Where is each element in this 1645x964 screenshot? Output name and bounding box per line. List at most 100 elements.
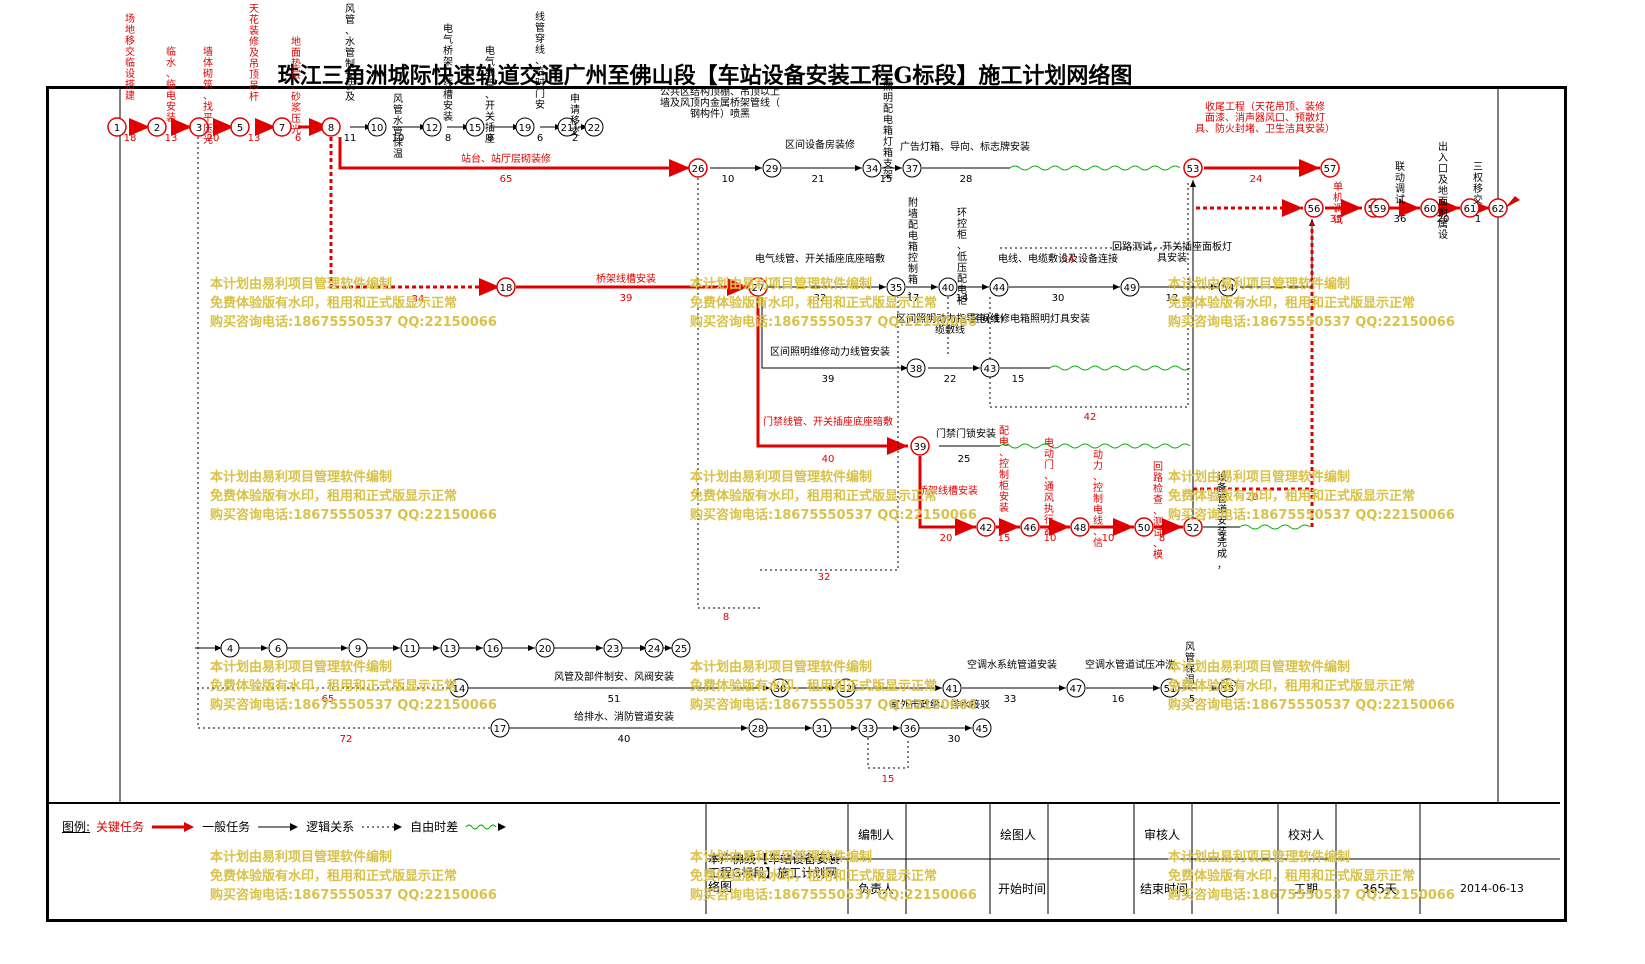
activity-label: 风管水管保温	[393, 93, 403, 160]
activity-duration: 39	[822, 374, 835, 385]
node-number: 41	[946, 684, 959, 695]
float-label: 34	[412, 294, 425, 305]
activity-label: 区间照明维修动力线管安装	[770, 345, 890, 358]
node-60	[1420, 198, 1440, 218]
node-number: 50	[1138, 523, 1151, 534]
node-56	[1304, 198, 1324, 218]
arrow-27-39	[756, 297, 908, 455]
node-layer: 1235781012151921222629343753575658596061…	[107, 117, 1508, 738]
activity-label: 区间照明动力指导电(线)缆敷线	[896, 312, 1004, 336]
float-label: 8	[723, 612, 729, 623]
activity-duration: 8	[445, 133, 451, 144]
bottom-row-arrows	[195, 645, 1218, 731]
activity-duration: 28	[960, 174, 973, 185]
activity-duration: 3	[1219, 533, 1225, 544]
duration-value: 365天	[1362, 882, 1397, 896]
outer-frame	[46, 86, 1567, 922]
legend: 图例: 关键任务 一般任务 逻辑关系 自由时差	[62, 818, 510, 835]
duration-label: 工期	[1294, 882, 1319, 896]
activity-label: 区间设备房装修	[785, 138, 855, 151]
activity-label: 申请移交	[570, 92, 580, 138]
node-13	[440, 638, 460, 658]
node-21	[557, 117, 577, 137]
activity-duration: 51	[608, 694, 621, 705]
node-22	[584, 117, 604, 137]
float-43	[1049, 365, 1191, 371]
activity-duration: 15	[1012, 374, 1025, 385]
node-number: 21	[561, 123, 574, 134]
node-8	[321, 117, 341, 137]
activity-duration: 6	[295, 133, 301, 144]
activity-duration: 24	[1250, 174, 1263, 185]
legend-title: 图例:	[62, 820, 91, 834]
watermark: 本计划由易利项目管理软件编制免费体验版有水印，租用和正式版显示正常购买咨询电话:…	[210, 660, 497, 713]
activity-label: 墙体砌筑、找平压光墙体砌筑、找平压光及板漆	[203, 45, 213, 146]
node-number: 39	[914, 442, 927, 453]
node-57	[1320, 158, 1340, 178]
activity-duration: 39	[620, 293, 633, 304]
node-24	[644, 638, 664, 658]
node-number: 40	[942, 283, 955, 294]
activity-duration: 65	[500, 174, 513, 185]
project-name-cell: 本广佛线【车站设备安装工程G标段】施工计划网络图	[708, 852, 841, 894]
diagram-title: 珠江三角洲城际快速轨道交通广州至佛山段【车站设备安装工程G标段】施工计划网络图	[277, 63, 1133, 89]
node-62	[1488, 198, 1508, 218]
activity-label: 桥架线槽安装	[596, 272, 656, 285]
node-number: 46	[1024, 523, 1037, 534]
activity-label: 风管保温	[1185, 641, 1195, 686]
node-number: 61	[1464, 204, 1477, 215]
node-number: 22	[588, 123, 601, 134]
activity-duration: 6	[537, 133, 543, 144]
footer-grid	[705, 803, 1560, 914]
activity-duration: 5	[1189, 694, 1195, 705]
node-number: 16	[487, 644, 500, 655]
node-39	[910, 436, 930, 456]
legend-float-label: 自由时差	[410, 820, 459, 834]
node-number: 30	[774, 684, 787, 695]
activity-duration: 12	[1166, 293, 1179, 304]
activity-label: 临水、临电安装	[166, 45, 176, 124]
activity-label: 空调水系统管道安装	[967, 658, 1057, 671]
node-number: 47	[1070, 684, 1083, 695]
activity-label: 附墙配电箱控制箱、附墙配电箱控制箱、开关箱安装	[908, 196, 918, 297]
node-number: 54	[1222, 283, 1235, 294]
float-label: 20	[1246, 492, 1259, 503]
node-number: 36	[904, 724, 917, 735]
activity-label: 风管及部件制安、风阀安装	[554, 670, 674, 683]
node-number: 18	[500, 283, 513, 294]
activity-label: 回路检查、测试、模回路检查、测试、模拟测试	[1153, 461, 1163, 561]
activity-duration: 30	[1052, 293, 1065, 304]
activity-label: 风管、水管制安装及风管、水管制安装及检验	[345, 3, 355, 103]
node-number: 26	[692, 164, 705, 175]
node-number: 43	[984, 364, 997, 375]
activity-label: 电气线管、开关插座电气线管、开关插座底座暗敷	[485, 44, 495, 145]
activity-label: 广告灯箱、导向、标志牌安装	[900, 140, 1030, 153]
activity-label: 空调水管道试压冲洗	[1085, 658, 1175, 671]
activity-duration: 36	[1394, 214, 1407, 225]
logic-links	[197, 137, 1189, 769]
activity-label: 电动门、通风执行器电动门、通风执行器、传感器安装	[1044, 436, 1054, 537]
activity-duration: 13	[248, 133, 261, 144]
manager-label: 负责人	[858, 882, 895, 896]
activity-duration: 10	[722, 174, 735, 185]
node-48	[1070, 517, 1090, 537]
activity-label: 配电、控制柜安装	[999, 425, 1009, 514]
node-6	[268, 638, 288, 658]
float-label: 72	[340, 734, 353, 745]
float-label: 54	[1062, 254, 1075, 265]
activity-duration: 33	[1004, 694, 1017, 705]
arrow-27-38	[761, 297, 908, 371]
activity-label: 室外市政给、排水接驳	[890, 698, 990, 711]
node-number: 31	[816, 724, 829, 735]
float-label: 32	[818, 572, 831, 583]
activity-label: 给排水、消防管道安装	[574, 710, 674, 723]
arrow-8-18	[329, 137, 500, 296]
activity-duration: 16	[1112, 694, 1125, 705]
node-number: 29	[766, 164, 779, 175]
watermark: 本计划由易利项目管理软件编制免费体验版有水印，租用和正式版显示正常购买咨询电话:…	[690, 470, 977, 523]
node-number: 15	[469, 123, 482, 134]
arrow-39-42	[918, 456, 976, 536]
float-39	[999, 443, 1191, 449]
end-label: 结束时间	[1140, 882, 1189, 896]
node-number: 7	[279, 123, 285, 134]
